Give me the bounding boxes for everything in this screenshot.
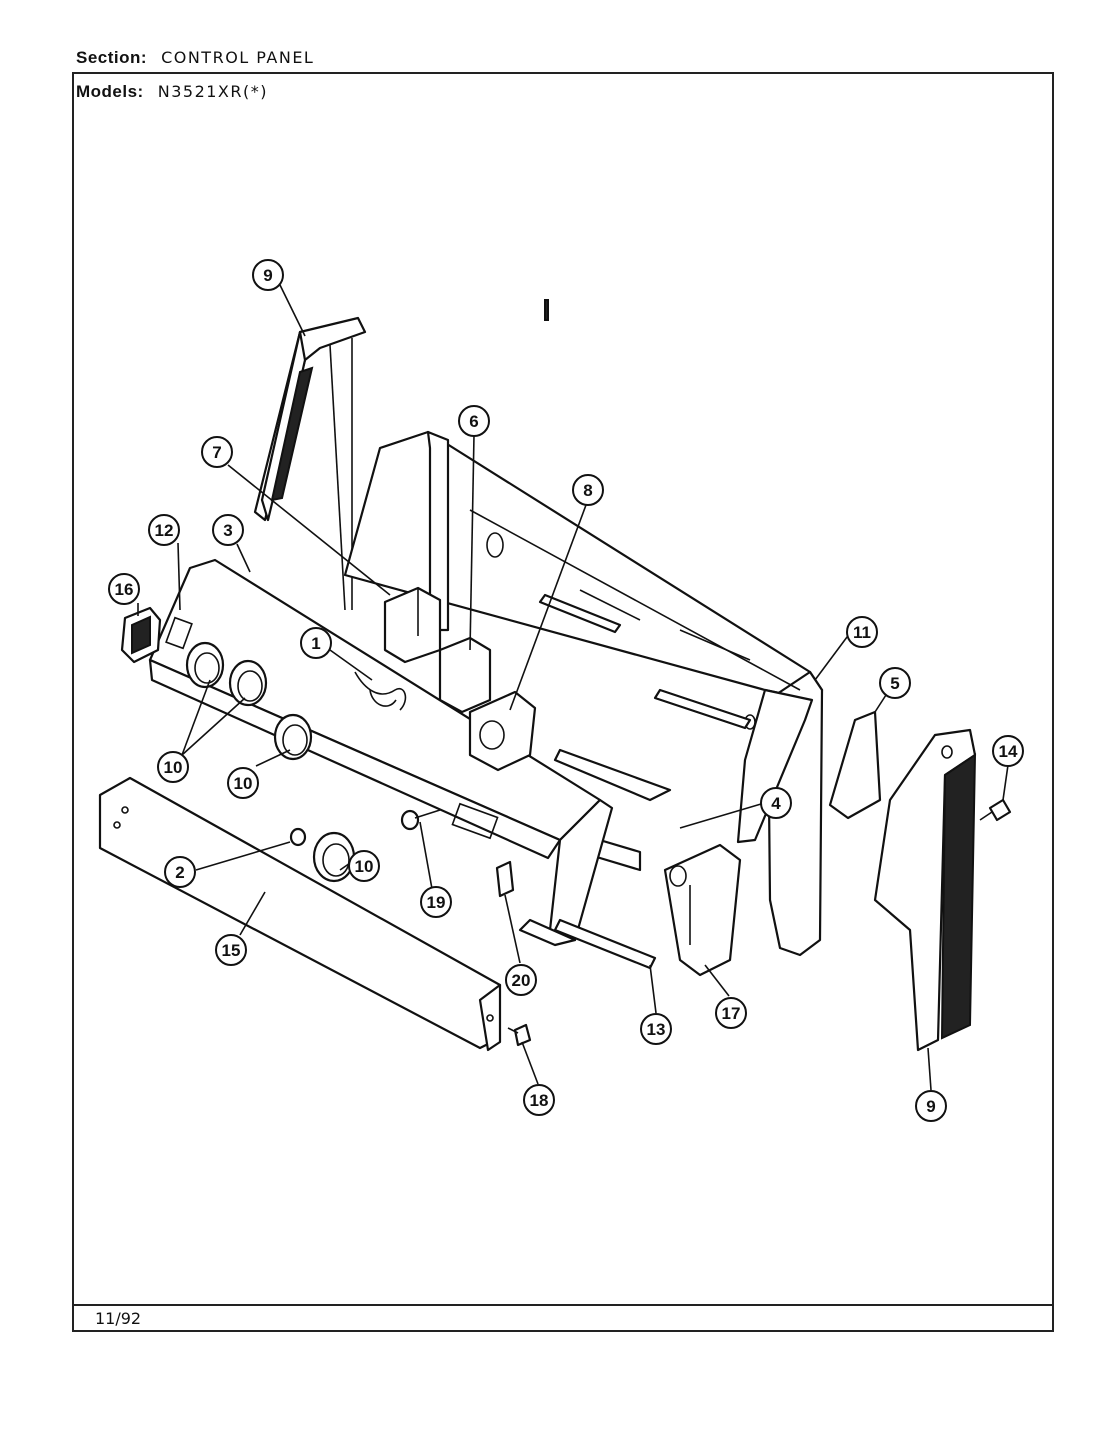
callout-1: 1 [300,627,332,659]
callout-14: 18 [523,1084,555,1116]
callout-label: 6 [469,412,478,431]
end-trim-left-part [253,316,367,611]
control-panel-part [148,558,614,947]
callout-2: 2 [164,856,196,888]
indicator-light-part [400,809,441,831]
callout-label: 9 [263,266,272,285]
callout-label: 3 [223,521,232,540]
callout-label: 13 [647,1020,666,1039]
callout-8: 8 [572,474,604,506]
callout-label: 2 [175,863,184,882]
callout-5: 5 [879,667,911,699]
callout-label: 5 [890,674,899,693]
models-label: Models: [76,82,144,101]
models-heading: Models: N3521XR(*) [76,82,268,102]
screw-13-part [979,798,1012,822]
callout-label: 4 [771,794,781,813]
control-knobs [185,641,356,883]
bracket-5-part [828,710,882,820]
callout-label: 19 [427,893,446,912]
callout-18: 16 [108,573,140,605]
callout-6: 6 [458,405,490,437]
callout-label: 17 [722,1004,741,1023]
end-trim-right-part [873,728,977,1052]
callout-10-c: 10 [348,850,380,882]
rocker-switch-part [120,606,162,664]
callout-3: 3 [212,514,244,546]
callout-9-bottom: 9 [915,1090,947,1122]
switch-6-part [438,636,492,714]
callout-label: 20 [512,971,531,990]
knob-1 [185,641,225,689]
callout-20: 20 [505,964,537,996]
callout-label: 7 [212,443,221,462]
callout-label: 8 [583,481,592,500]
callout-4: 4 [760,787,792,819]
callout-label: 14 [999,742,1018,761]
callout-11: 11 [846,616,878,648]
timer-8-part [468,690,537,772]
callout-label: 9 [926,1097,935,1116]
back-panel-part [343,299,824,957]
callout-label: 16 [115,580,134,599]
callout-15: 15 [215,934,247,966]
callout-7: 7 [201,436,233,468]
callout-label: 10 [234,774,253,793]
callout-16: 12 [148,514,180,546]
push-button-part [289,827,307,847]
callout-label: 18 [530,1091,549,1110]
callout-label: 10 [355,857,374,876]
knob-2 [228,659,268,707]
knob-3 [273,713,313,761]
callout-label: 11 [853,623,871,642]
wire-harness-1-part [354,671,407,711]
footer-rule [72,1304,1054,1306]
screw-14-part [507,1023,532,1047]
clip-part [495,860,515,898]
callout-label: 10 [164,758,183,777]
end-bracket-part [663,843,742,977]
switch-7-part [383,586,442,664]
callout-17: 17 [715,997,747,1029]
bottom-trim-part [553,918,657,970]
lower-trim-part [98,776,502,1052]
diagram-frame [72,72,1054,1332]
callout-13: 14 [992,735,1024,767]
section-value: CONTROL PANEL [161,48,315,67]
callout-label: 1 [311,634,320,653]
models-value: N3521XR(*) [157,82,268,101]
callout-label: 15 [222,941,241,960]
callout-label: 12 [155,521,174,540]
footer-date: 11/92 [95,1309,142,1328]
callout-9-top: 9 [252,259,284,291]
callout-10-b: 10 [227,767,259,799]
callout-10-a: 10 [157,751,189,783]
section-heading: Section: CONTROL PANEL [76,48,314,68]
callout-19: 19 [420,886,452,918]
section-label: Section: [76,48,148,67]
callout-12: 13 [640,1013,672,1045]
